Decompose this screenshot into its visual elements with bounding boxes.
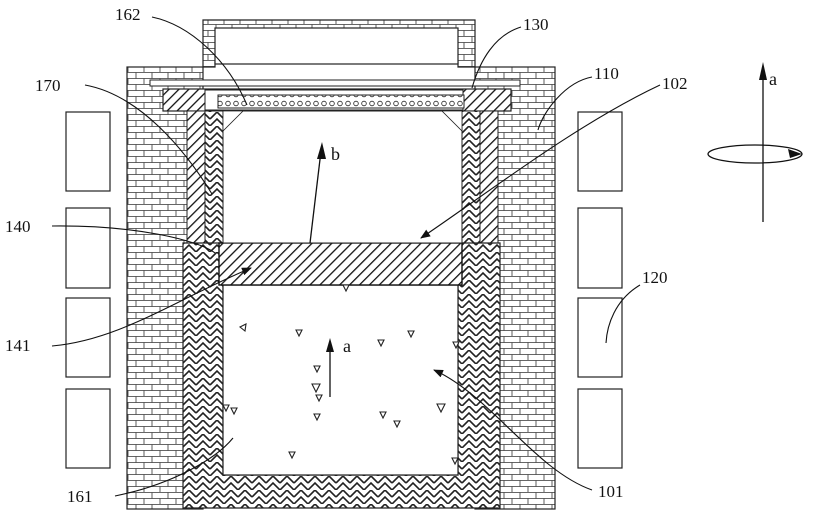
particles bbox=[222, 284, 460, 466]
arrow-a-label: a bbox=[769, 69, 777, 89]
label-140: 140 bbox=[5, 217, 31, 236]
label-141: 141 bbox=[5, 336, 31, 355]
crucible bbox=[182, 242, 501, 509]
motion-arrows bbox=[309, 62, 803, 397]
leader-lines bbox=[51, 16, 661, 497]
arrow-b-label: b bbox=[331, 144, 340, 164]
label-102: 102 bbox=[662, 74, 688, 93]
label-162: 162 bbox=[115, 5, 141, 24]
label-161: 161 bbox=[67, 487, 93, 506]
label-110: 110 bbox=[594, 64, 619, 83]
upper-chamber-gap bbox=[441, 110, 463, 132]
label-120: 120 bbox=[642, 268, 668, 287]
label-130: 130 bbox=[523, 15, 549, 34]
upper-chamber bbox=[222, 110, 463, 244]
label-101: 101 bbox=[598, 482, 624, 501]
separator-plate bbox=[218, 242, 463, 286]
upper-chamber-gap bbox=[222, 110, 244, 132]
arrow-a-inner-label: a bbox=[343, 336, 351, 356]
inner-sleeve-walls bbox=[186, 110, 499, 244]
label-170: 170 bbox=[35, 76, 61, 95]
lid bbox=[162, 88, 512, 112]
